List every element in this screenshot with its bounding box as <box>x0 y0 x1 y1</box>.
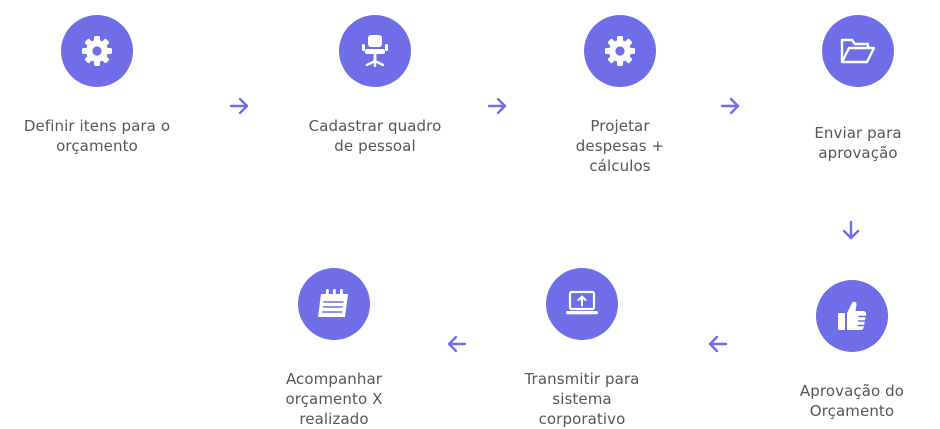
arrow-right-icon <box>719 95 741 117</box>
step-circle <box>546 268 618 340</box>
step-label-line: cálculos <box>589 157 651 175</box>
step-label: Aprovação do Orçamento <box>762 381 940 421</box>
laptop-upload-icon <box>564 289 600 319</box>
thumbs-up-icon <box>835 299 869 333</box>
step-label: Enviar para aprovação <box>768 123 940 163</box>
step-label-line: de pessoal <box>334 137 416 155</box>
step-budget-approval: Aprovação do Orçamento <box>762 280 940 421</box>
step-label-line: Enviar para <box>814 124 902 142</box>
step-circle <box>822 15 894 87</box>
arrow-left-icon <box>707 333 729 355</box>
step-label-line: realizado <box>299 410 369 428</box>
step-label: Cadastrar quadro de pessoal <box>285 116 465 156</box>
step-label-line: sistema <box>552 390 612 408</box>
step-circle <box>816 280 888 352</box>
step-label-line: orçamento X <box>285 390 383 408</box>
arrow-right-icon <box>228 95 250 117</box>
step-label-line: Definir itens para o <box>23 117 171 135</box>
step-label-line: corporativo <box>538 410 626 428</box>
step-register-staff: Cadastrar quadro de pessoal <box>285 15 465 156</box>
gear-icon <box>603 34 637 68</box>
step-transmit-system: Transmitir para sistema corporativo <box>492 268 672 429</box>
arrow-right-icon <box>486 95 508 117</box>
step-label-line: despesas + <box>575 137 665 155</box>
step-track-budget: Acompanhar orçamento X realizado <box>244 268 424 429</box>
step-circle <box>584 15 656 87</box>
calendar-icon <box>315 287 353 321</box>
step-send-approval: Enviar para aprovação <box>768 15 940 163</box>
step-define-items: Definir itens para o orçamento <box>7 15 187 156</box>
step-label: Transmitir para sistema corporativo <box>492 369 672 429</box>
step-label-line: Aprovação do <box>799 382 905 400</box>
step-circle <box>61 15 133 87</box>
folder-open-icon <box>839 35 877 67</box>
step-label-line: aprovação <box>818 144 898 162</box>
arrow-left-icon <box>446 333 468 355</box>
step-label-line: Transmitir para <box>524 370 640 388</box>
step-label-line: Projetar <box>590 117 650 135</box>
step-label: Projetar despesas + cálculos <box>530 116 710 176</box>
step-label-line: Acompanhar <box>285 370 383 388</box>
step-label-line: Orçamento <box>809 402 895 420</box>
office-chair-icon <box>360 34 390 68</box>
step-circle <box>298 268 370 340</box>
arrow-down-icon <box>840 219 862 241</box>
step-label: Acompanhar orçamento X realizado <box>244 369 424 429</box>
step-label-line: Cadastrar quadro <box>308 117 442 135</box>
step-label: Definir itens para o orçamento <box>7 116 187 156</box>
step-circle <box>339 15 411 87</box>
step-project-expenses: Projetar despesas + cálculos <box>530 15 710 176</box>
gear-icon <box>80 34 114 68</box>
step-label-line: orçamento <box>56 137 138 155</box>
